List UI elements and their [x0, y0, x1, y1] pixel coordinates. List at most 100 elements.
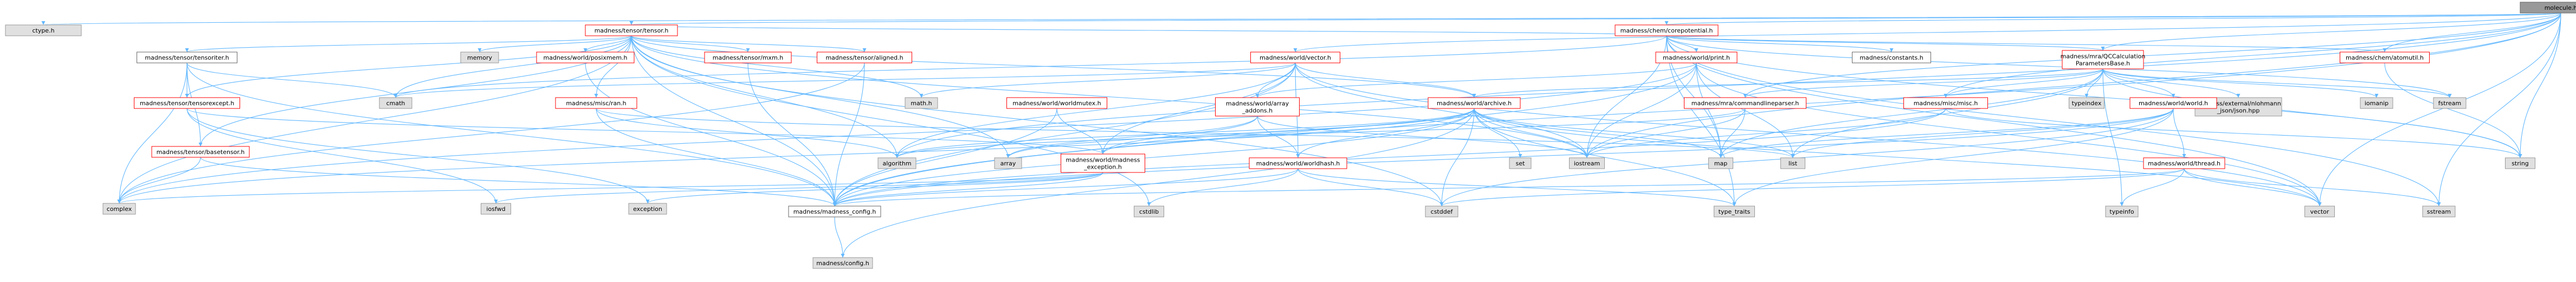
node-aligned-h[interactable]: madness/tensor/aligned.h	[817, 52, 912, 63]
node-memory: memory	[460, 52, 499, 63]
node-posixmem-h[interactable]: madness/world/posixmem.h	[536, 52, 635, 63]
node-typeindex: typeindex	[2069, 97, 2104, 109]
edge-arrowhead-vector_h-to-math_h	[919, 94, 924, 98]
node-label: molecule.h	[2545, 4, 2576, 11]
edge-qccalc_h-to-world_h	[2102, 68, 2174, 98]
node-map: map	[1708, 157, 1733, 169]
node-box	[1655, 52, 1738, 63]
edge-tensor_h-to-tensoriter_h	[186, 35, 632, 53]
node-label: madness/chem/corepotential.h	[1621, 27, 1713, 34]
node-thread-h[interactable]: madness/world/thread.h	[2143, 157, 2225, 169]
node-box	[1428, 97, 1521, 109]
node-label: map	[1714, 160, 1727, 167]
edge-archive_h-to-complex	[119, 108, 1475, 204]
node-tensorexcept-h[interactable]: madness/tensor/tensorexcept.h	[134, 97, 240, 109]
edge-world_h-to-map	[1720, 108, 2174, 158]
edge-archive_h-to-worldhash_h	[1297, 108, 1475, 158]
edge-tensor_h-to-mxm_h	[631, 35, 748, 53]
edge-vector_h-to-algorithm	[896, 62, 1296, 158]
edge-archive_h-to-list	[1474, 108, 1793, 158]
edge-commandlineparser_h-to-map	[1720, 108, 1746, 158]
node-label: madness/world/worldhash.h	[1256, 160, 1340, 167]
edge-arrowhead-madness_config_h-to-config_h	[841, 254, 845, 258]
edge-vector_h-to-madness_config_h	[834, 62, 1296, 207]
node-label: madness/chem/atomutil.h	[2346, 54, 2424, 61]
node-label: madness/constants.h	[1860, 54, 1923, 61]
edge-molecule_h-to-vector	[2319, 12, 2561, 207]
node-box	[1425, 206, 1458, 217]
node-math-h: math.h	[905, 97, 938, 109]
node-atomutil-h[interactable]: madness/chem/atomutil.h	[2340, 52, 2430, 63]
node-madness-config-h[interactable]: madness/madness_config.h	[788, 206, 881, 217]
node-box	[1006, 97, 1107, 109]
edge-vector_h-to-madness_exception_h	[1102, 62, 1296, 155]
node-tensoriter-h[interactable]: madness/tensor/tensoriter.h	[137, 52, 237, 63]
node-print-h[interactable]: madness/world/print.h	[1655, 52, 1738, 63]
node-array: array	[994, 157, 1022, 169]
node-label: madness/world/world.h	[2139, 100, 2208, 107]
edge-archive_h-to-set	[1474, 108, 1521, 158]
node-ran-h[interactable]: madness/misc/ran.h	[555, 97, 637, 109]
node-label: exception	[633, 206, 662, 213]
node-molecule-h[interactable]: molecule.h	[2520, 2, 2576, 14]
edge-arrowhead-world_h-to-map	[1719, 154, 1723, 158]
node-box	[1509, 157, 1532, 169]
edge-molecule_h-to-misc_h	[1945, 12, 2561, 98]
edge-qccalc_h-to-string	[2102, 68, 2521, 158]
node-commandlineparser-h[interactable]: madness/mra/commandlineparser.h	[1684, 97, 1806, 109]
edge-arrowhead-corepotential_h-to-constants_h	[1889, 48, 1894, 52]
node-box	[2433, 97, 2467, 109]
edge-arrowhead-qccalc_h-to-world_h	[2171, 94, 2175, 98]
node-list: list	[1780, 157, 1805, 169]
edge-qccalc_h-to-json_hpp	[2102, 68, 2239, 98]
edge-corepotential_h-to-vector	[1666, 35, 2320, 207]
edge-mxm_h-to-madness_config_h	[747, 62, 835, 207]
edge-misc_h-to-iostream	[1586, 108, 1946, 158]
edge-molecule_h-to-ctype_h	[43, 12, 2561, 25]
edge-ran_h-to-algorithm	[596, 108, 898, 158]
node-madness-exception-h[interactable]: madness/world/madness_exception.h	[1061, 153, 1145, 173]
edge-tensor_h-to-iostream	[631, 35, 1587, 158]
node-misc-h[interactable]: madness/misc/misc.h	[1903, 97, 1988, 109]
edge-worldhash_h-to-cstddef	[1297, 168, 1442, 207]
node-worldhash-h[interactable]: madness/world/worldhash.h	[1249, 157, 1347, 169]
edge-qccalc_h-to-commandlineparser_h	[1745, 68, 2103, 98]
edge-madness_exception_h-to-exception	[647, 172, 1103, 204]
edge-tensor_h-to-algorithm	[631, 35, 898, 158]
node-label: cstdlib	[1139, 208, 1159, 215]
node-archive-h[interactable]: madness/world/archive.h	[1428, 97, 1521, 109]
edge-arrowhead-archive_h-to-array	[1006, 154, 1010, 158]
edge-vector_h-to-archive_h	[1295, 62, 1475, 98]
edge-tensor_h-to-cstddef	[631, 35, 1442, 207]
edge-world_h-to-madness_config_h	[834, 108, 2174, 207]
node-label: madness/world/array	[1226, 100, 1289, 107]
edge-tensor_h-to-complex	[119, 35, 632, 204]
node-worldmutex-h[interactable]: madness/world/worldmutex.h	[1006, 97, 1107, 109]
node-label: math.h	[911, 100, 932, 107]
node-box	[134, 97, 240, 109]
node-qccalc-h[interactable]: madness/mra/QCCalculationParametersBase.…	[2061, 50, 2146, 69]
edge-basetensor_h-to-madness_config_h	[200, 157, 835, 207]
edge-arrowhead-corepotential_h-to-print_h	[1694, 48, 1699, 52]
edge-ran_h-to-madness_config_h	[596, 108, 835, 207]
node-basetensor-h[interactable]: madness/tensor/basetensor.h	[151, 146, 250, 158]
node-array-addons-h[interactable]: madness/world/array_addons.h	[1215, 97, 1300, 117]
node-box	[2360, 97, 2393, 109]
node-constants-h[interactable]: madness/constants.h	[1852, 52, 1931, 63]
edge-arrowhead-misc_h-to-string	[2518, 154, 2522, 158]
edge-molecule_h-to-sstream	[2438, 12, 2561, 207]
node-mxm-h[interactable]: madness/tensor/mxm.h	[704, 52, 792, 63]
node-world-h[interactable]: madness/world/world.h	[2129, 97, 2217, 109]
node-box	[585, 24, 678, 36]
node-box	[2304, 206, 2335, 217]
edge-arrowhead-tensor_h-to-aligned_h	[862, 48, 867, 52]
node-box	[1852, 52, 1931, 63]
node-tensor-h[interactable]: madness/tensor/tensor.h	[585, 24, 678, 36]
node-vector-h[interactable]: madness/world/vector.h	[1250, 52, 1340, 63]
node-box	[5, 24, 82, 36]
edge-print_h-to-array_addons_h	[1257, 62, 1697, 98]
edge-misc_h-to-string	[1945, 108, 2521, 158]
node-corepotential-h[interactable]: madness/chem/corepotential.h	[1615, 24, 1719, 36]
node-box	[1061, 153, 1145, 173]
node-box	[788, 206, 881, 217]
